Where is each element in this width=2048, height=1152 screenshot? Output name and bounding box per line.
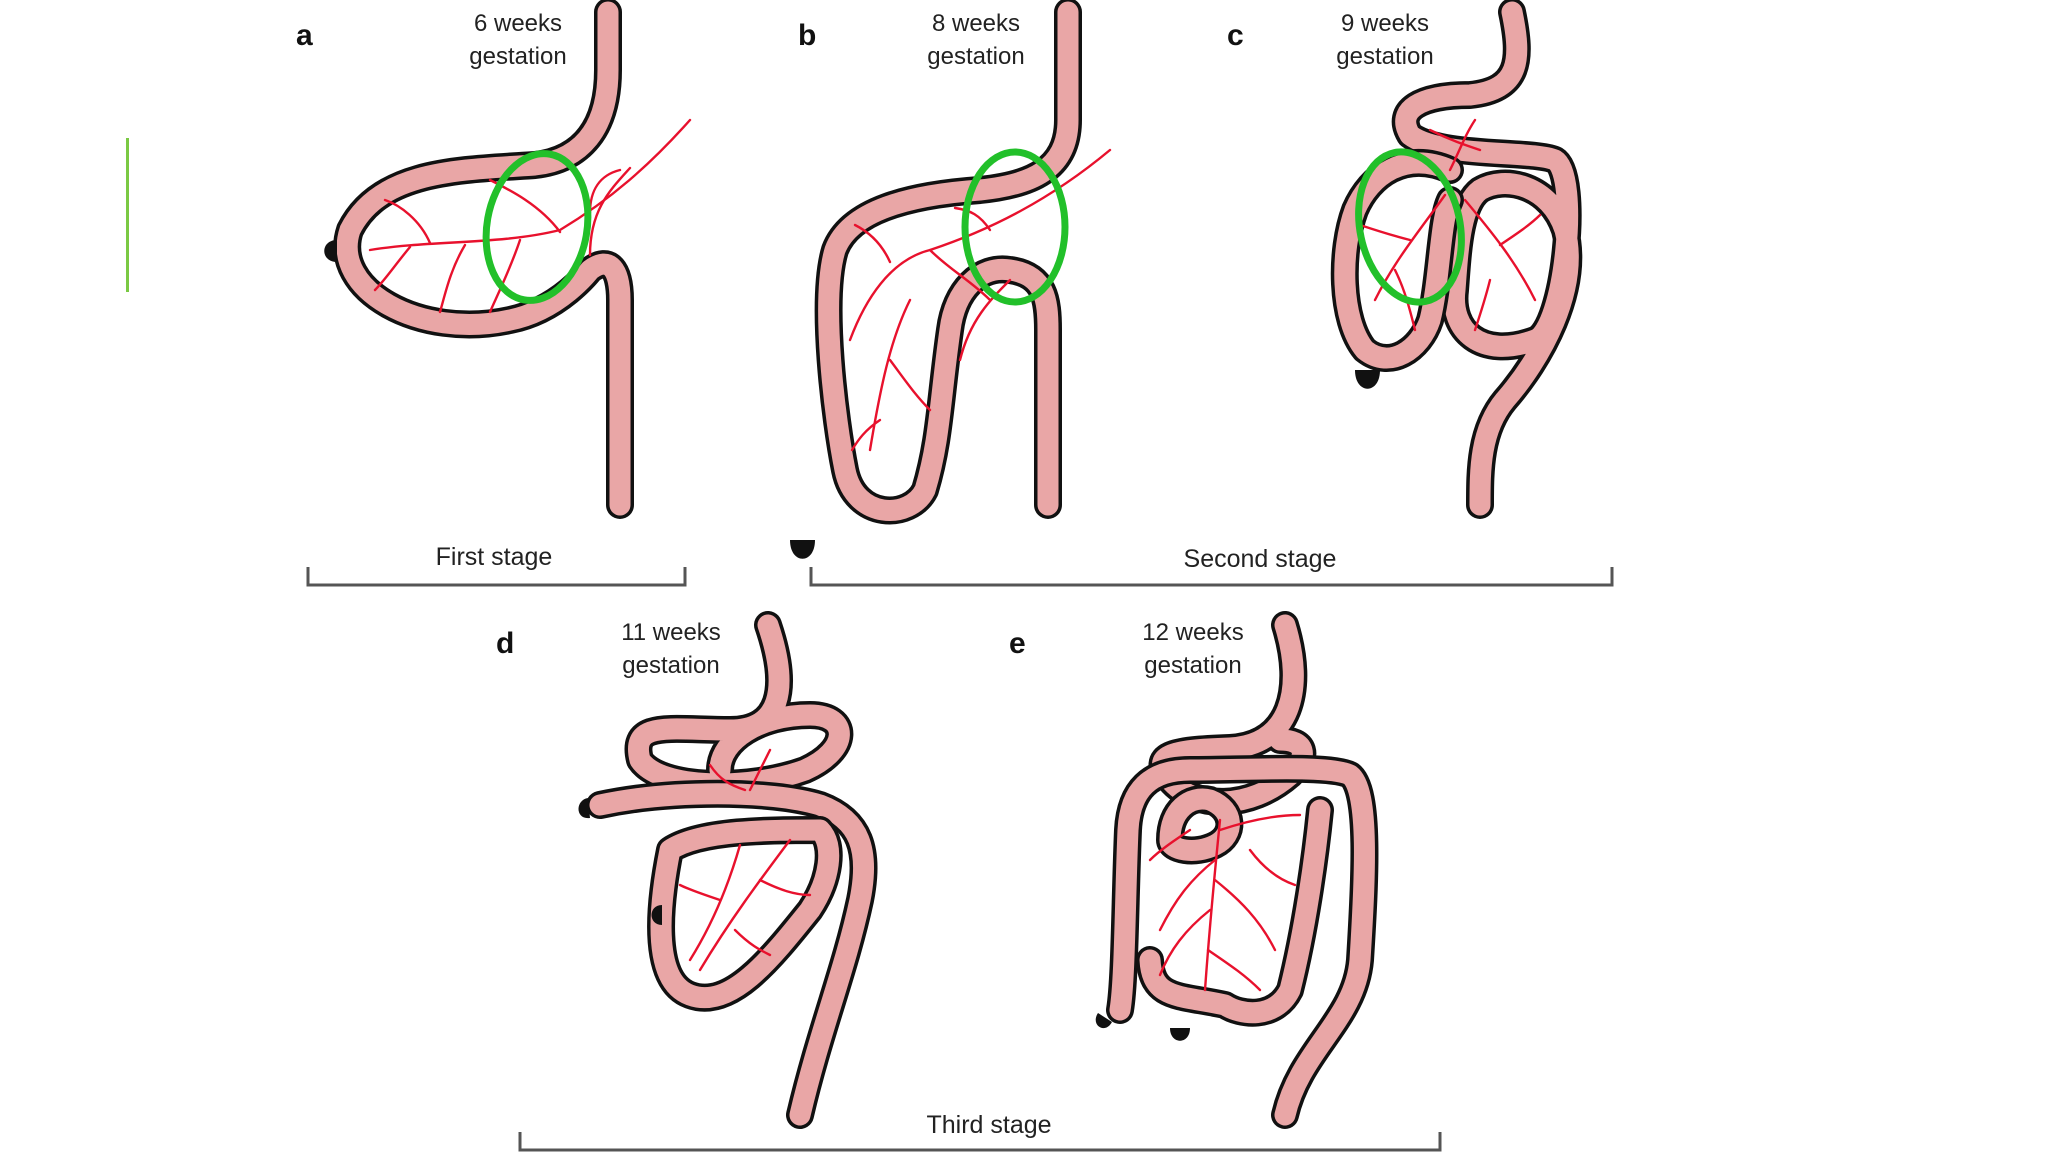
panel-a-gut — [333, 0, 634, 519]
panel-d-letter: d — [496, 627, 514, 660]
panel-d: d 11 weeks gestation — [496, 611, 878, 1129]
second-stage-bracket: Second stage — [809, 545, 1614, 587]
panel-c: c 9 weeks gestation — [1227, 0, 1583, 519]
first-stage-label: First stage — [436, 543, 553, 571]
second-stage-label: Second stage — [1184, 545, 1337, 573]
panel-c-gut — [1330, 0, 1583, 519]
panel-a-gestation: gestation — [469, 43, 566, 70]
panel-b-gestation: gestation — [927, 43, 1024, 70]
panel-a-rotation-axis — [482, 150, 592, 304]
gut-tube — [1109, 758, 1375, 1126]
panel-a-vessels — [368, 118, 692, 314]
third-stage-label: Third stage — [926, 1111, 1051, 1139]
panel-e: e 12 weeks gestation — [1009, 611, 1379, 1129]
panel-a-weeks: 6 weeks — [474, 10, 562, 37]
panel-b-letter: b — [798, 19, 816, 52]
panel-e-gut — [1106, 611, 1379, 1129]
gut-tube — [589, 783, 875, 1126]
panel-c-gestation: gestation — [1336, 43, 1433, 70]
gut-tube — [336, 1, 631, 516]
panel-b-rotation-axis — [961, 148, 1069, 306]
panel-c-weeks: 9 weeks — [1341, 10, 1429, 37]
panel-e-gestation: gestation — [1144, 652, 1241, 679]
panel-c-rotation-axis — [1355, 148, 1465, 306]
midgut-rotation-figure: a 6 weeks gestation b 8 weeks — [296, 0, 1614, 1152]
accent-bar — [126, 138, 129, 292]
first-stage-bracket: First stage — [306, 543, 687, 587]
gut-tube — [818, 1, 1079, 521]
gut-tube — [1395, 1, 1579, 516]
panel-d-weeks: 11 weeks — [621, 619, 721, 646]
third-stage-bracket: Third stage — [518, 1111, 1442, 1152]
panel-a-letter: a — [296, 19, 313, 52]
panel-b-gut — [814, 0, 1082, 525]
gut-tube — [650, 819, 840, 1009]
panel-b: b 8 weeks gestation — [730, 0, 1112, 559]
gut-tube — [1159, 788, 1240, 861]
panel-c-letter: c — [1227, 19, 1244, 52]
panel-d-vessels — [678, 748, 812, 972]
panel-e-weeks: 12 weeks — [1142, 619, 1243, 646]
panel-d-gestation: gestation — [622, 652, 719, 679]
gut-tube-outline — [814, 0, 1082, 525]
panel-b-weeks: 8 weeks — [932, 10, 1020, 37]
panel-d-gut — [586, 611, 878, 1129]
panel-a: a 6 weeks gestation — [296, 0, 692, 519]
panel-e-vessels — [1148, 813, 1302, 992]
gut-tube — [1334, 152, 1461, 369]
gut-tube — [1139, 799, 1331, 1024]
panel-e-letter: e — [1009, 627, 1026, 660]
